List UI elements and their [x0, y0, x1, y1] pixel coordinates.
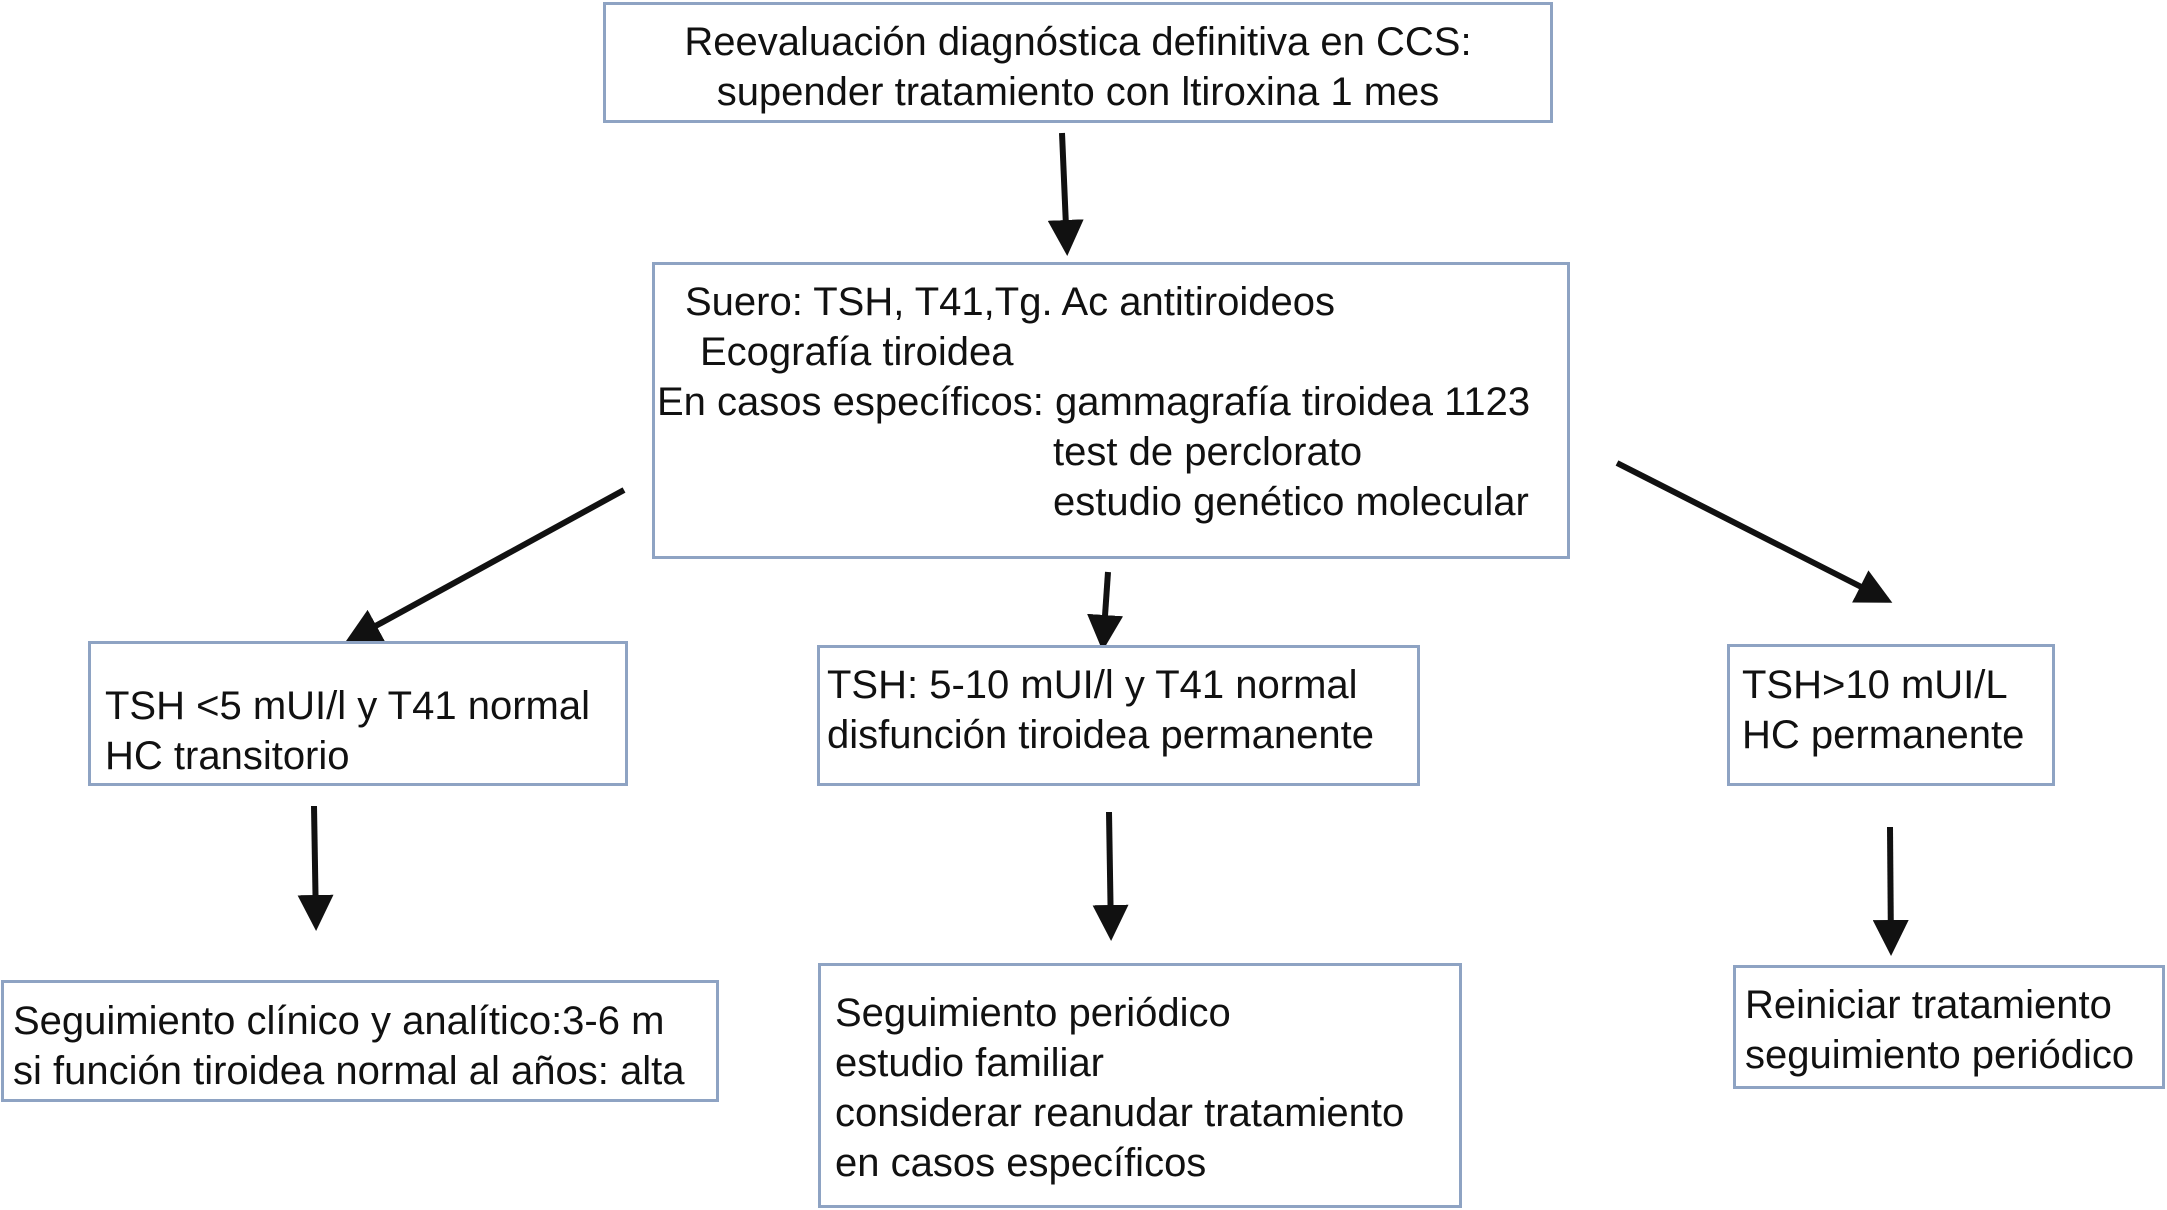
- restart-treatment-line-1: Reiniciar tratamiento: [1745, 983, 2112, 1027]
- tests-perchlorate-line: test de perclorato: [1053, 430, 1363, 474]
- arrow-top-to-middle: [1047, 132, 1084, 256]
- periodic-followup-box: Seguimiento periódico estudio familiar c…: [818, 963, 1462, 1208]
- clinical-followup-box: Seguimiento clínico y analítico:3-6 m si…: [1, 980, 719, 1102]
- tests-genetic-line: estudio genético molecular: [1053, 480, 1529, 524]
- arrow-center-to-bottom-center: [1092, 811, 1129, 941]
- arrow-right-to-bottom-right: [1872, 826, 1909, 956]
- reevaluation-line-1: Reevaluación diagnóstica definitiva en C…: [684, 20, 1472, 64]
- periodic-followup-line-4: en casos específicos: [835, 1141, 1207, 1185]
- permanent-dysfunction-line-1: TSH: 5-10 mUI/l y T41 normal: [827, 663, 1358, 707]
- periodic-followup-line-3: considerar reanudar tratamiento: [835, 1091, 1405, 1135]
- tests-box: Suero: TSH, T41,Tg. Ac antitiroideos Eco…: [652, 262, 1570, 559]
- tests-specific-cases-line: En casos específicos: gammagrafía tiroid…: [657, 380, 1531, 424]
- permanent-hc-box: TSH>10 mUI/L HC permanente: [1727, 644, 2055, 786]
- arrow-middle-to-left: [344, 487, 626, 643]
- restart-treatment-box: Reiniciar tratamiento seguimiento periód…: [1733, 965, 2165, 1089]
- arrow-middle-to-center: [1087, 571, 1124, 651]
- arrow-left-to-bottom-left: [297, 805, 334, 931]
- transient-hc-line-2: HC transitorio: [105, 734, 350, 778]
- reevaluation-box: Reevaluación diagnóstica definitiva en C…: [603, 2, 1553, 123]
- restart-treatment-line-2: seguimiento periódico: [1745, 1033, 2135, 1077]
- clinical-followup-line-1: Seguimiento clínico y analítico:3-6 m: [13, 999, 665, 1043]
- arrow-middle-to-right: [1615, 460, 1893, 603]
- permanent-hc-line-1: TSH>10 mUI/L: [1742, 663, 2008, 707]
- transient-hc-box: TSH <5 mUI/l y T41 normal HC transitorio: [88, 641, 628, 786]
- periodic-followup-line-1: Seguimiento periódico: [835, 991, 1231, 1035]
- tests-ultrasound-line: Ecografía tiroidea: [700, 330, 1014, 374]
- transient-hc-line-1: TSH <5 mUI/l y T41 normal: [105, 684, 590, 728]
- clinical-followup-line-2: si función tiroidea normal al años: alta: [13, 1049, 685, 1093]
- permanent-dysfunction-box: TSH: 5-10 mUI/l y T41 normal disfunción …: [817, 645, 1420, 786]
- permanent-dysfunction-line-2: disfunción tiroidea permanente: [827, 713, 1375, 757]
- periodic-followup-line-2: estudio familiar: [835, 1041, 1105, 1085]
- reevaluation-line-2: supender tratamiento con ltiroxina 1 mes: [716, 70, 1440, 114]
- permanent-hc-line-2: HC permanente: [1742, 713, 2025, 757]
- tests-serum-line: Suero: TSH, T41,Tg. Ac antitiroideos: [685, 280, 1335, 324]
